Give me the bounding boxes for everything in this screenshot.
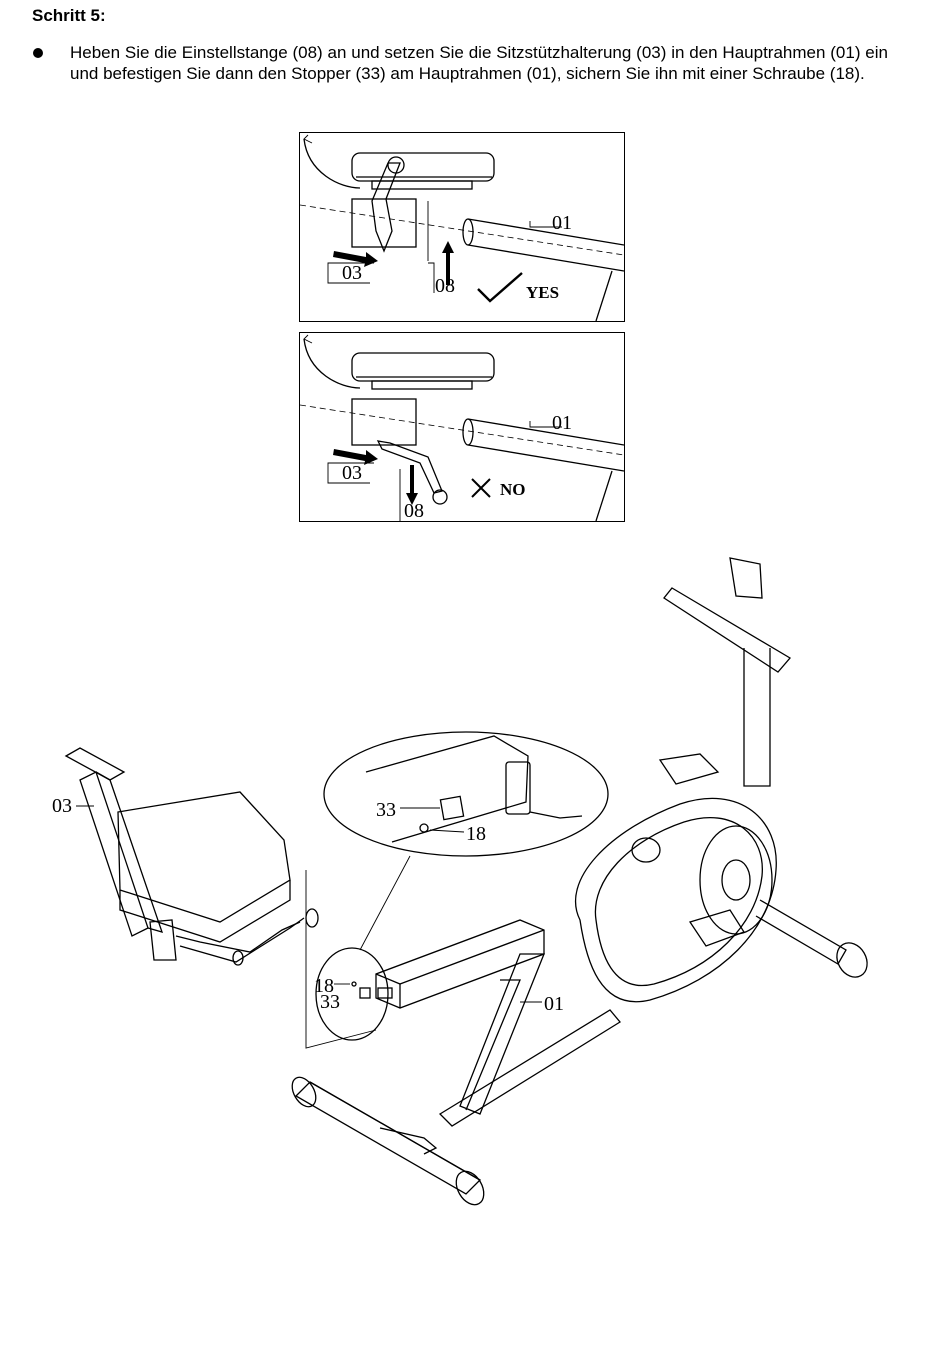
cross-mark-icon: [471, 478, 491, 498]
assembly-drawing: 03 01: [52, 557, 868, 1206]
frame-label: 01: [552, 212, 572, 234]
inset-stopper-label: 33: [320, 991, 340, 1013]
stopper-detail-balloon: 33 18: [305, 731, 609, 1049]
verdict-no: NO: [500, 480, 526, 499]
seat-holder-label: 03: [52, 795, 72, 817]
rod-label: 08: [404, 500, 424, 521]
seat-holder-label: 03: [342, 462, 362, 484]
detail-panel-wrong: 01 03 08 NO: [299, 332, 625, 522]
inset-screw-label: 18: [314, 975, 334, 997]
seat-holder-label: 03: [342, 262, 362, 284]
instruction-text: Heben Sie die Einstellstange (08) an und…: [70, 43, 888, 83]
push-down-arrow-icon: [406, 465, 418, 505]
check-mark-icon: [477, 272, 523, 303]
detail-stopper-label: 33: [376, 799, 396, 821]
bullet-icon: [33, 48, 43, 58]
main-frame: 01: [291, 919, 621, 1206]
frame-label: 01: [552, 412, 572, 434]
detail-panel-correct: 01 03 08 YES: [299, 132, 625, 322]
seat-holder-insert-wrong-drawing: 01 03 08 NO: [300, 334, 624, 521]
frame-label: 01: [544, 993, 564, 1015]
lift-arrow-icon: [442, 241, 454, 285]
verdict-yes: YES: [526, 283, 559, 302]
detail-screw-label: 18: [466, 823, 486, 845]
step-title: Schritt 5:: [32, 6, 106, 25]
rod-label: 08: [435, 275, 455, 297]
insert-arrow-icon: [333, 449, 378, 465]
seat-holder-insert-correct-drawing: 01 03 08 YES: [300, 134, 624, 321]
bike-body: [574, 557, 868, 1003]
seat-assembly: 03: [52, 747, 319, 966]
stopper-inset: 18 33: [314, 947, 389, 1041]
